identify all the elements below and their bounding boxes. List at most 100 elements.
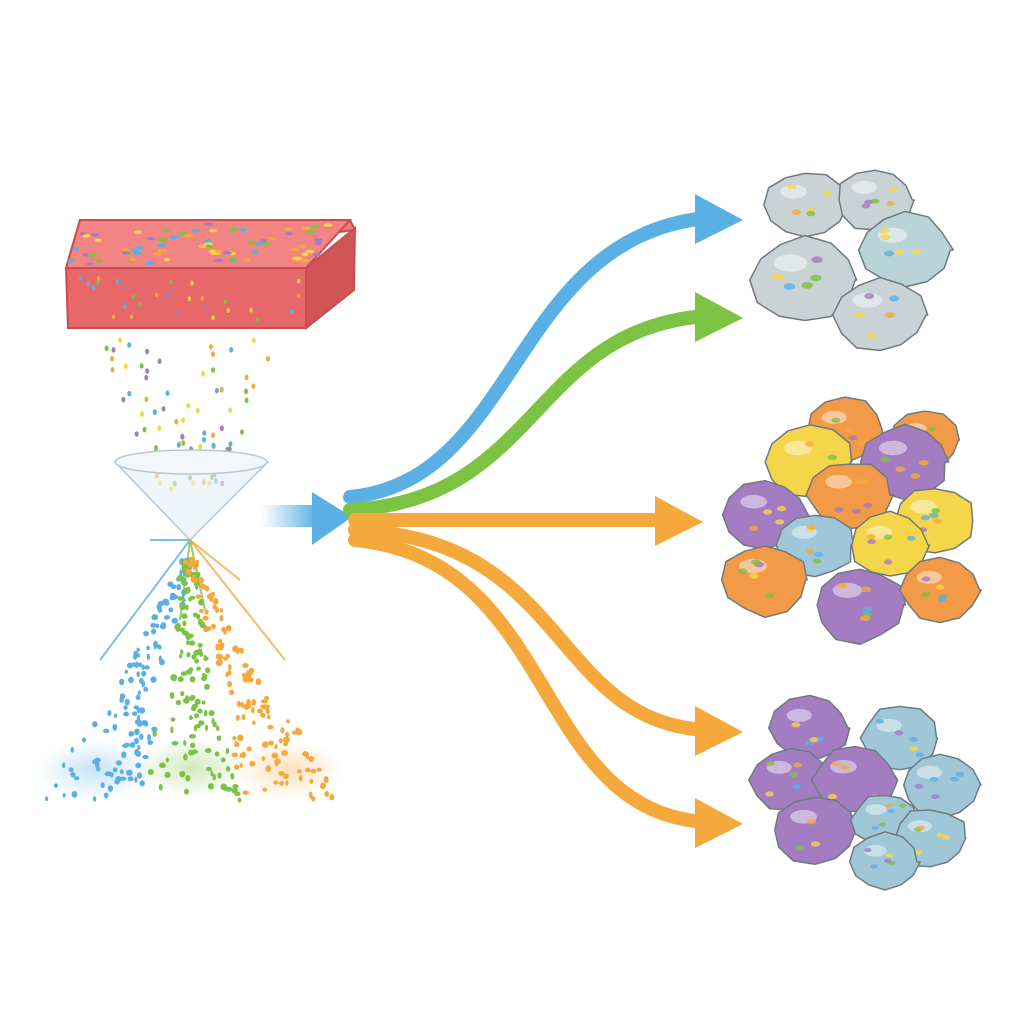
particle — [151, 726, 158, 733]
particle — [184, 233, 195, 238]
particle — [212, 773, 216, 781]
particle — [147, 236, 156, 241]
particle — [112, 767, 118, 773]
particle — [81, 737, 87, 743]
particle — [167, 581, 174, 588]
particle — [179, 653, 183, 659]
particle — [204, 747, 212, 754]
blob-speck — [860, 615, 871, 622]
particle — [246, 677, 254, 683]
particle — [119, 678, 125, 686]
blob-speck — [846, 781, 856, 787]
particle — [204, 609, 209, 615]
blob-speck — [884, 250, 895, 257]
particle — [144, 261, 155, 266]
particle — [241, 714, 246, 721]
blob-speck — [878, 822, 887, 827]
particle — [123, 711, 130, 717]
particle — [302, 751, 309, 757]
particle — [196, 666, 201, 671]
blob-speck — [909, 746, 918, 752]
particle — [244, 397, 249, 404]
arrow-shaft — [343, 309, 712, 517]
particle — [256, 242, 263, 246]
blob-speck — [851, 508, 861, 515]
particle — [144, 396, 149, 403]
particle — [183, 739, 187, 746]
particle — [159, 658, 165, 666]
particle — [168, 607, 174, 613]
particle — [164, 771, 171, 779]
blob-speck — [860, 586, 871, 593]
particle — [175, 699, 182, 706]
particle — [70, 772, 76, 778]
particle — [180, 691, 185, 697]
particle — [62, 762, 66, 769]
particle — [136, 647, 140, 652]
particle-blob — [720, 545, 808, 619]
particle — [131, 711, 138, 716]
particle — [227, 446, 232, 452]
blob-speck — [906, 535, 916, 541]
particle — [243, 388, 248, 395]
blob-speck — [915, 752, 925, 758]
blob-speck — [935, 584, 945, 590]
particle — [181, 630, 189, 636]
particle — [208, 710, 215, 716]
particle — [187, 562, 194, 568]
particle — [181, 417, 186, 424]
particle — [193, 649, 200, 656]
particle — [195, 407, 200, 414]
particle — [141, 719, 148, 726]
particle — [132, 653, 138, 660]
blob-speck — [931, 794, 940, 800]
particle — [219, 615, 224, 622]
particle-blob — [850, 510, 931, 577]
particle — [121, 251, 130, 255]
particle — [239, 763, 243, 769]
blob-speck — [866, 332, 877, 339]
particle-piles — [44, 556, 335, 803]
particle — [225, 625, 232, 632]
blob-speck — [899, 803, 907, 808]
particle — [62, 793, 66, 798]
particle — [129, 314, 134, 320]
particle — [301, 252, 309, 257]
particle — [265, 708, 271, 715]
particle — [128, 257, 136, 262]
blob-speck — [914, 783, 924, 789]
particle — [120, 281, 124, 287]
particle — [110, 356, 115, 362]
particle — [136, 671, 140, 678]
blob-body — [898, 556, 982, 624]
blob-speck — [836, 582, 848, 589]
particle — [201, 700, 206, 705]
particle — [186, 402, 191, 409]
particle-blob — [831, 276, 929, 352]
particle — [198, 244, 208, 249]
particle — [191, 574, 197, 580]
blob-speck — [864, 293, 875, 299]
particle — [319, 782, 326, 790]
blob-speck — [793, 729, 803, 736]
particle — [186, 640, 190, 646]
particle — [186, 652, 191, 658]
particle — [316, 767, 322, 772]
particle — [211, 367, 216, 373]
particle — [274, 761, 279, 767]
particle — [229, 689, 235, 696]
particle — [211, 623, 216, 630]
particle — [86, 262, 94, 266]
blob-speck — [791, 209, 802, 215]
particle — [264, 696, 270, 701]
particle — [136, 695, 140, 700]
particle — [201, 673, 206, 678]
blob-speck — [885, 803, 893, 808]
particle — [199, 651, 204, 657]
particle — [146, 653, 151, 661]
particle — [280, 727, 285, 734]
particle — [214, 387, 219, 394]
particle — [132, 251, 142, 255]
particle — [204, 683, 210, 690]
particle — [72, 246, 80, 251]
